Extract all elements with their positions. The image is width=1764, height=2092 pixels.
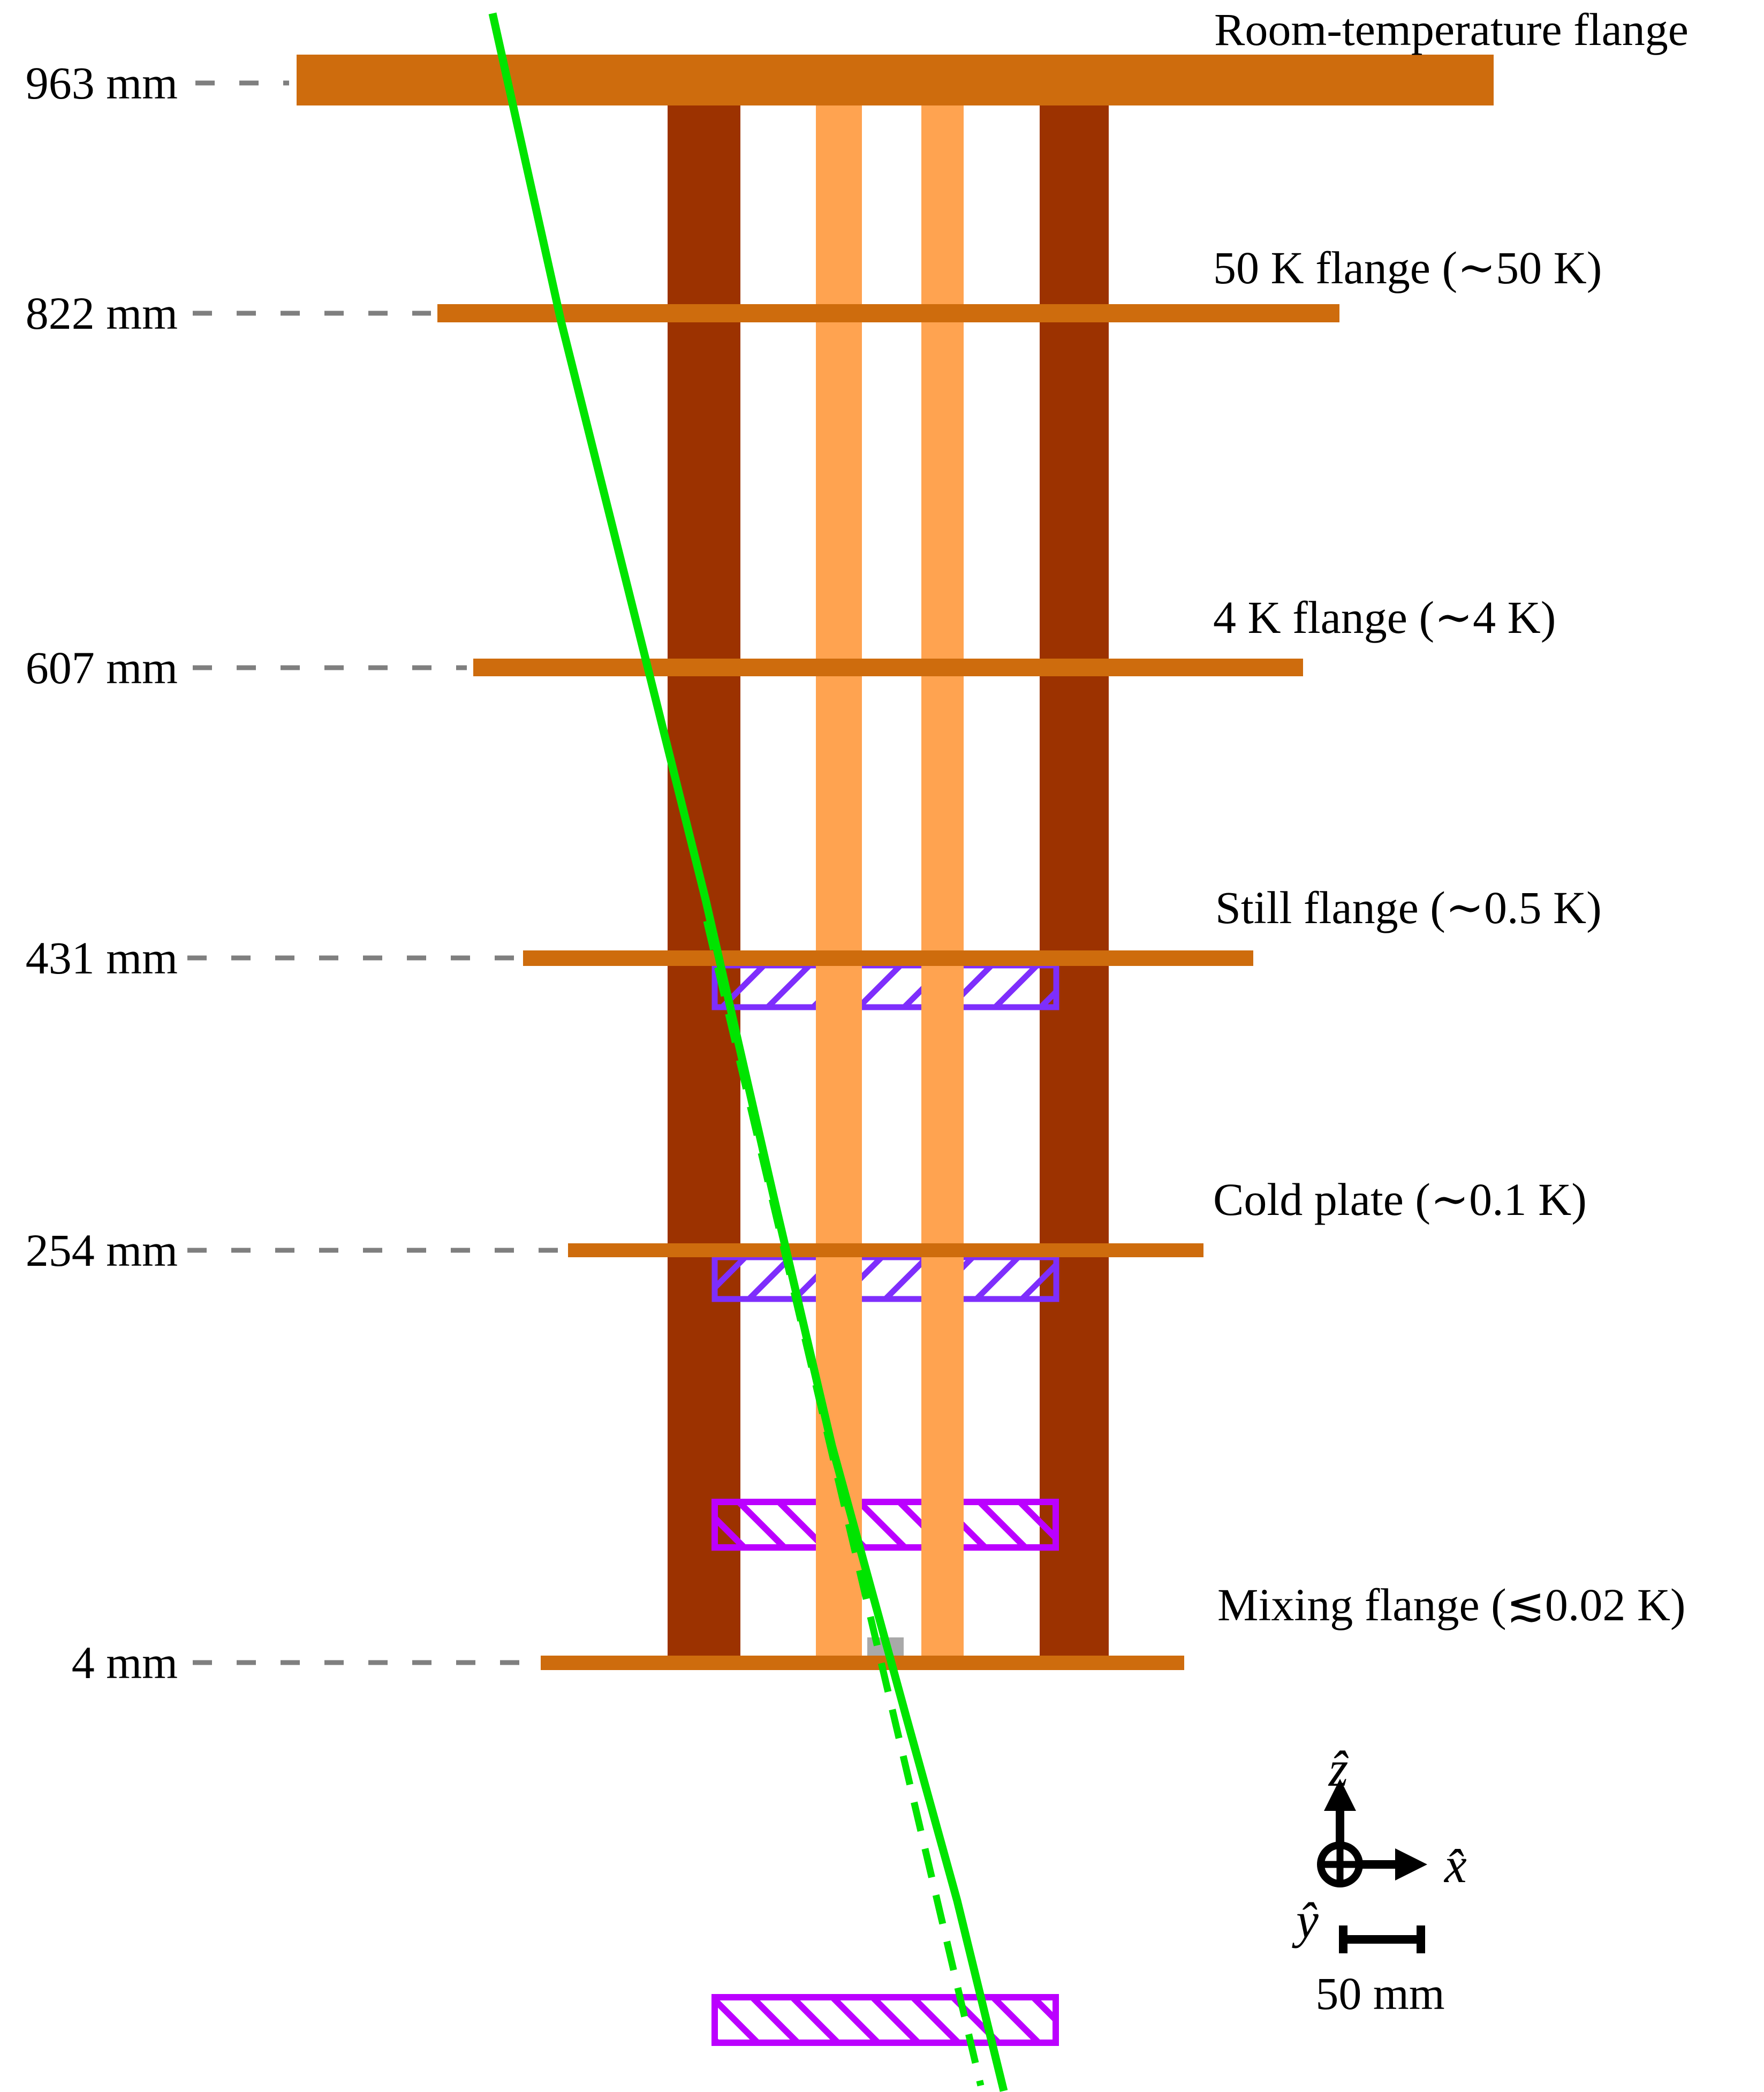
flange-labels: Room-temperature flange 50 K flange (∼50… <box>1213 4 1689 1630</box>
flange-50k <box>437 304 1339 322</box>
height-label-431: 431 mm <box>26 932 178 984</box>
axis-indicator <box>1317 1779 1427 1887</box>
label-mixing-flange: Mixing flange (≲0.02 K) <box>1217 1579 1686 1630</box>
height-labels: 963 mm 822 mm 607 mm 431 mm 254 mm 4 mm <box>26 57 178 1688</box>
muon-track-solid <box>488 12 1008 2092</box>
detector-panel-cold-plate <box>711 1254 1059 1302</box>
cold-plate <box>568 1243 1203 1257</box>
label-still-flange: Still flange (∼0.5 K) <box>1215 882 1602 933</box>
label-50k-flange: 50 K flange (∼50 K) <box>1213 242 1602 293</box>
scale-bar <box>1339 1925 1425 1953</box>
label-room-temperature-flange: Room-temperature flange <box>1214 4 1689 55</box>
muon-track-fit-dashed <box>703 920 985 2087</box>
detector-panel-above-mixing <box>711 1499 1059 1551</box>
detector-panel-below-cryostat <box>711 1994 1059 2046</box>
x-axis-arrowhead <box>1395 1848 1427 1880</box>
height-label-607: 607 mm <box>26 642 178 693</box>
height-label-963: 963 mm <box>26 57 178 109</box>
room-temperature-flange <box>297 55 1494 105</box>
label-cold-plate: Cold plate (∼0.1 K) <box>1213 1174 1587 1225</box>
height-label-4: 4 mm <box>72 1637 178 1688</box>
flange-4k <box>473 659 1303 676</box>
height-label-254: 254 mm <box>26 1225 178 1276</box>
y-axis-label: ŷ <box>1292 1893 1319 1948</box>
x-axis-label: x̂ <box>1443 1838 1467 1893</box>
detector-panel-still <box>711 962 1059 1010</box>
scale-bar-label: 50 mm <box>1315 1968 1444 2019</box>
height-label-822: 822 mm <box>26 288 178 339</box>
label-4k-flange: 4 K flange (∼4 K) <box>1213 592 1556 643</box>
z-axis-arrowhead <box>1324 1779 1356 1811</box>
still-flange <box>523 950 1253 966</box>
leader-lines <box>187 80 561 1665</box>
rod-right <box>921 105 964 1656</box>
support-bar-right <box>1040 105 1109 1656</box>
z-axis-label: ẑ <box>1328 1741 1349 1797</box>
mixing-flange <box>541 1656 1184 1670</box>
